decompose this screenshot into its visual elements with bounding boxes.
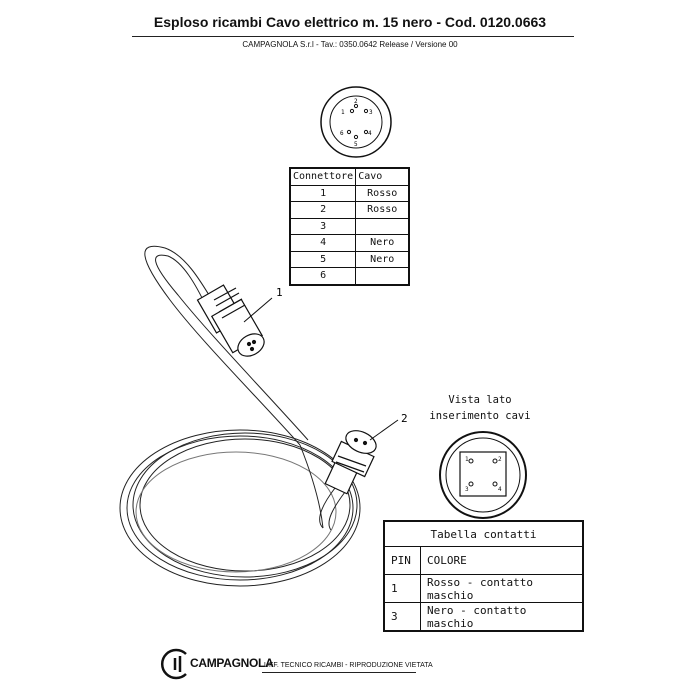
table-row: 3 Nero - contatto maschio [383,602,584,632]
table-row: 3 [289,217,410,235]
table-cell: 1 [383,574,421,603]
campagnola-logo-text: CAMPAGNOLA [190,656,274,670]
contact-table-title: Tabella contatti [383,520,584,547]
table-header: Cavo [355,167,410,186]
face-pin-label: 2 [354,98,358,105]
table-header: Connettore [289,167,357,186]
table-header-row: Connettore Cavo [289,167,410,186]
table-row: 6 [289,267,410,285]
table-cell: 6 [289,267,357,285]
callout-1: 1 [276,286,283,299]
table-cell: Rosso [355,184,410,202]
face-pin-label: 1 [341,109,345,116]
leader-2 [369,419,399,441]
face-pin-label: 3 [369,109,373,116]
socket-pin-label: 2 [498,456,502,463]
footer-text: UFF. TECNICO RICAMBI - RIPRODUZIONE VIET… [264,662,433,669]
socket-face: 1 2 3 4 [439,431,527,519]
connector-2 [324,430,377,495]
table-cell: Rosso - contatto maschio [420,574,584,603]
table-header: COLORE [420,546,584,575]
drawing-subtitle: CAMPAGNOLA S.r.l - Tav.: 0350.0642 Relea… [242,40,458,49]
campagnola-logo-icon [160,648,187,680]
table-cell: 3 [289,217,357,235]
view-label-line: inserimento cavi [429,410,531,422]
table-cell [355,267,410,285]
cable-coil [119,245,361,587]
table-cell [355,217,410,235]
table-header: PIN [383,546,421,575]
drawing-title: Esploso ricambi Cavo elettrico m. 15 ner… [153,14,547,30]
view-label: Vista lato inserimento cavi [420,392,540,424]
socket-pin-label: 1 [465,456,469,463]
table-cell: 4 [289,234,357,252]
footer-rule [262,672,416,673]
connector-1 [196,284,265,357]
table-row: Tabella contatti [383,520,584,547]
table-cell: Nero [355,234,410,252]
table-cell: Nero - contatto maschio [420,602,584,632]
table-cell: Rosso [355,201,410,219]
table-header-row: PIN COLORE [383,546,584,575]
leader-1 [243,297,273,323]
table-cell: 3 [383,602,421,632]
table-cell: Nero [355,250,410,268]
table-row: 1 Rosso - contatto maschio [383,574,584,603]
socket-pin-label: 3 [465,486,469,493]
connector-face: 1 2 3 4 5 6 [320,86,392,158]
face-pin-label: 4 [368,130,372,137]
title-rule [132,36,574,37]
view-label-line: Vista lato [448,394,512,406]
table-cell: 5 [289,250,357,268]
face-pin-label: 6 [340,130,344,137]
table-cell: 2 [289,201,357,219]
contact-table: Tabella contatti PIN COLORE 1 Rosso - co… [383,520,584,632]
face-pin-label: 5 [354,141,358,148]
table-cell: 1 [289,184,357,202]
callout-2: 2 [401,412,408,425]
socket-pin-label: 4 [498,486,502,493]
